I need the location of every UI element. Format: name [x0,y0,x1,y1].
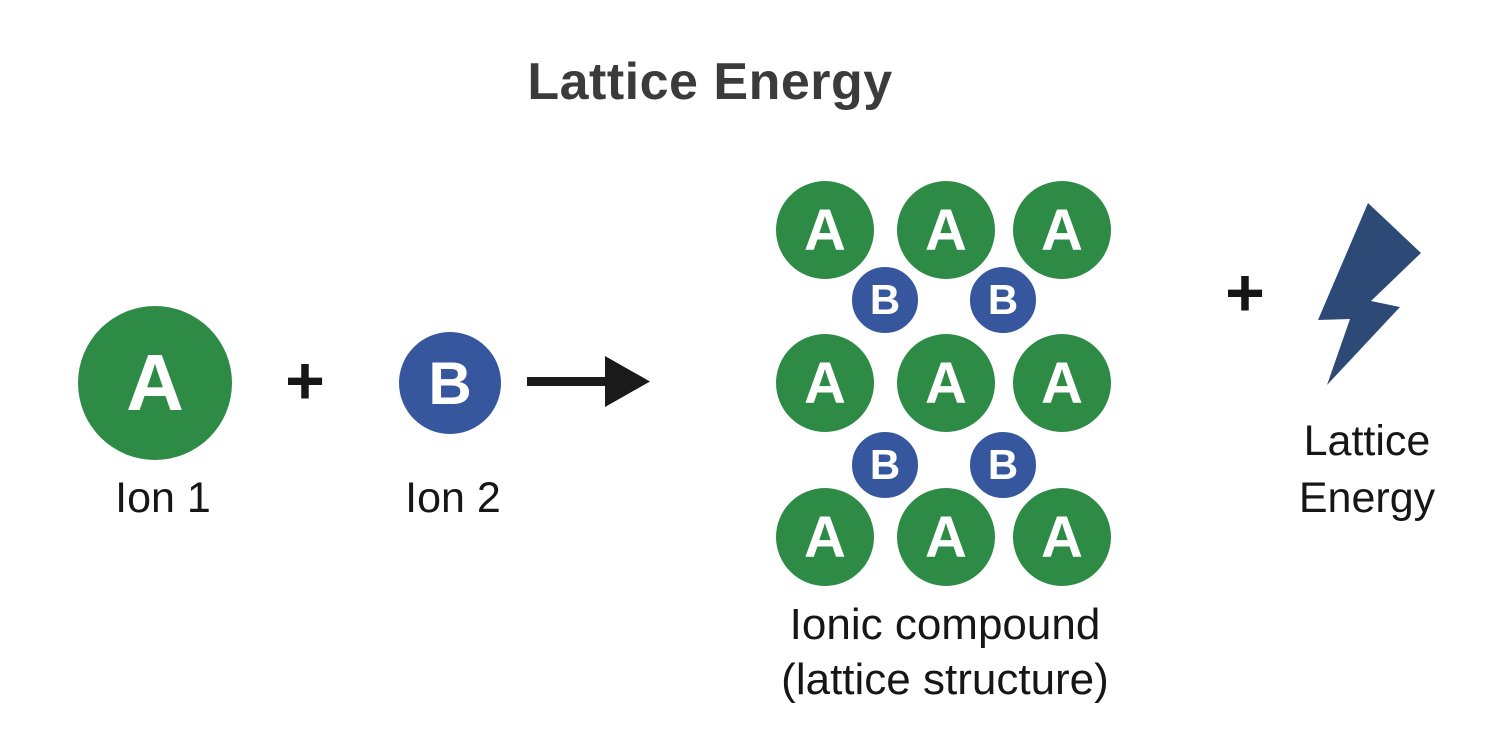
lattice-ion-a: A [1013,488,1111,586]
lattice-ion-a: A [897,334,995,432]
ion2-symbol: B [428,349,472,417]
lattice-ion-a: A [1013,181,1111,279]
plus-sign-left: + [285,343,325,419]
lattice-structure: A A A A A A A A A B B B B [740,160,1170,590]
ion2-circle: B [399,332,501,434]
lattice-ion-a: A [897,488,995,586]
ion1-circle: A [78,306,232,460]
lattice-energy-label-line2: Energy [1298,474,1436,522]
lattice-ion-b: B [966,263,1040,337]
lattice-caption-line1: Ionic compound [789,600,1101,649]
ion1-symbol: A [126,338,184,427]
lattice-ion-b: B [848,263,922,337]
lattice-ion-b: B [966,428,1040,502]
ion1-label: Ion 1 [115,474,211,522]
right-arrow-icon [527,356,650,407]
lattice-ion-a: A [776,488,874,586]
lattice-ion-a: A [776,181,874,279]
lattice-energy-label-line1: Lattice [1303,417,1431,465]
lattice-energy-label: Lattice Energy [1267,413,1467,527]
lattice-caption: Ionic compound (lattice structure) [725,597,1165,707]
lightning-bolt-icon [1318,203,1421,385]
ion2-label: Ion 2 [405,474,501,522]
lattice-ion-b: B [848,428,922,502]
lattice-ion-a: A [897,181,995,279]
lattice-ion-a: A [1013,334,1111,432]
diagram-title: Lattice Energy [527,53,893,111]
lattice-caption-line2: (lattice structure) [781,655,1109,704]
plus-sign-right: + [1225,255,1265,331]
lattice-ion-a: A [776,334,874,432]
